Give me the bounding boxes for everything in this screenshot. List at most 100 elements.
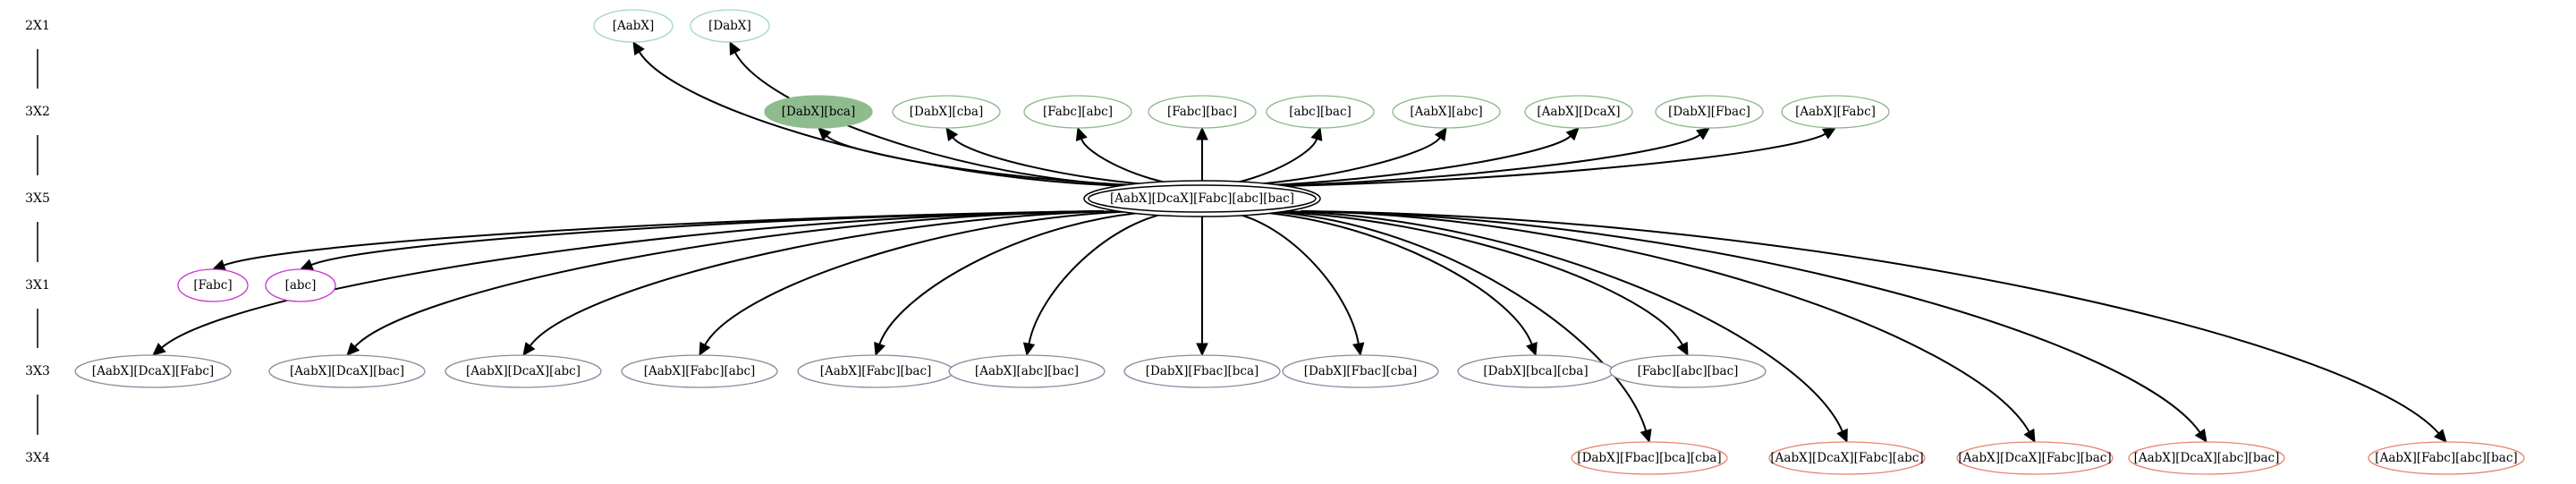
arrowhead-n3x2_3 [1196, 126, 1208, 140]
rank-label-3x3: 3X3 [25, 364, 50, 378]
node-label-n3x2_5: [AabX][abc] [1410, 105, 1482, 119]
node-shape-n3x4_4 [2368, 441, 2525, 475]
node-n3x4_0[interactable]: [DabX][Fbac][bca][cba] [1571, 441, 1728, 475]
node-shape-n3x4_1 [1768, 441, 1926, 475]
node-label-n3x2_1: [DabX][cba] [910, 105, 983, 119]
arrowhead-n3x2_8 [1821, 127, 1837, 140]
node-shape-n3x4_3 [2128, 441, 2285, 475]
node-shape-n2x1_0 [593, 9, 674, 43]
edge-center-to-n3x3_0 [161, 210, 1105, 349]
node-shape-n3x2_4 [1266, 95, 1375, 129]
node-label-n3x3_1: [AabX][DcaX][bac] [290, 364, 404, 378]
node-shape-n3x3_1 [268, 354, 426, 388]
node-shape-n3x3_6 [1123, 354, 1281, 388]
node-shape-n3x4_2 [1956, 441, 2114, 475]
node-n3x2_4[interactable]: [abc][bac] [1266, 95, 1375, 129]
node-label-n3x3_4: [AabX][Fabc][bac] [820, 364, 932, 378]
node-n3x3_5[interactable]: [AabX][abc][bac] [948, 354, 1106, 388]
node-shape-n3x2_1 [892, 95, 1001, 129]
arrowhead-n3x2_4 [1310, 126, 1323, 141]
node-n3x2_0[interactable]: [DabX][bca] [764, 95, 873, 129]
node-n3x2_8[interactable]: [AabX][Fabc] [1781, 95, 1890, 129]
node-n3x3_7[interactable]: [DabX][Fbac][cba] [1282, 354, 1439, 388]
arrowhead-n3x4_0 [1640, 429, 1652, 444]
arrowhead-n3x3_5 [1022, 342, 1036, 357]
node-shape-n3x1_1 [265, 268, 336, 302]
arrowhead-n3x4_3 [2194, 429, 2207, 443]
node-label-n2x1_0: [AabX] [613, 19, 655, 33]
node-shape-n3x2_0 [764, 95, 873, 129]
node-n3x3_0[interactable]: [AabX][DcaX][Fabc] [74, 354, 232, 388]
edge-center-to-n3x4_0 [1255, 210, 1648, 431]
rank-label-3x4: 3X4 [25, 451, 50, 465]
arrowhead-n3x2_6 [1565, 127, 1580, 141]
edge-center-to-n3x3_5 [1028, 210, 1182, 344]
node-n3x3_4[interactable]: [AabX][Fabc][bac] [797, 354, 954, 388]
arrowhead-n3x4_4 [2433, 429, 2447, 443]
node-shape-n3x4_0 [1571, 441, 1728, 475]
node-n2x1_1[interactable]: [DabX] [690, 9, 770, 43]
node-shape-n3x3_0 [74, 354, 232, 388]
node-shape-n3x2_3 [1148, 95, 1257, 129]
node-center[interactable]: [AabX][DcaX][Fabc][abc][bac] [1083, 180, 1321, 217]
node-label-n3x3_0: [AabX][DcaX][Fabc] [92, 364, 214, 378]
node-n3x1_0[interactable]: [Fabc] [177, 268, 249, 302]
node-label-n3x3_7: [DabX][Fbac][cba] [1304, 364, 1418, 378]
arrowhead-n3x3_8 [1526, 341, 1538, 357]
node-label-n3x4_3: [AabX][DcaX][abc][bac] [2134, 451, 2280, 465]
arrowhead-n3x3_2 [522, 342, 536, 356]
node-n3x3_3[interactable]: [AabX][Fabc][abc] [621, 354, 778, 388]
edge-center-to-n3x1_1 [310, 210, 1105, 267]
node-n2x1_0[interactable]: [AabX] [593, 9, 674, 43]
node-n3x4_4[interactable]: [AabX][Fabc][abc][bac] [2368, 441, 2525, 475]
edge-center-to-n3x3_3 [704, 210, 1142, 346]
node-n3x3_2[interactable]: [AabX][DcaX][abc] [445, 354, 602, 388]
node-n3x1_1[interactable]: [abc] [265, 268, 336, 302]
arrowhead-n3x3_7 [1352, 342, 1365, 357]
arrowhead-n3x2_2 [1075, 126, 1088, 141]
node-label-n3x4_4: [AabX][Fabc][abc][bac] [2375, 451, 2517, 465]
node-n3x3_9[interactable]: [Fabc][abc][bac] [1609, 354, 1767, 388]
arrowhead-n3x2_7 [1696, 127, 1710, 140]
arrowhead-n3x3_9 [1676, 341, 1689, 357]
edge-center-to-n3x3_4 [878, 210, 1164, 345]
node-label-n3x2_3: [Fabc][bac] [1167, 105, 1237, 119]
rank-label-3x1: 3X1 [25, 278, 50, 293]
edge-center-to-n3x2_1 [952, 137, 1172, 187]
edge-center-to-n3x3_9 [1260, 210, 1683, 345]
edge-center-to-n3x4_2 [1300, 210, 2030, 433]
arrowhead-n3x3_4 [874, 342, 886, 357]
rank-label-2x1: 2X1 [25, 19, 50, 33]
node-label-n3x3_8: [DabX][bca][cba] [1483, 364, 1588, 378]
node-n3x2_7[interactable]: [DabX][Fbac] [1655, 95, 1764, 129]
arrowhead-n2x1_0 [632, 40, 645, 56]
node-layer: [AabX][DcaX][Fabc][abc][bac][AabX][DabX]… [74, 9, 2525, 475]
arrowhead-n3x3_0 [152, 343, 166, 356]
node-n3x2_2[interactable]: [Fabc][abc] [1023, 95, 1132, 129]
node-label-n3x3_5: [AabX][abc][bac] [975, 364, 1079, 378]
node-label-n3x3_6: [DabX][Fbac][bca] [1146, 364, 1259, 378]
node-n3x2_6[interactable]: [AabX][DcaX] [1524, 95, 1633, 129]
node-n3x3_1[interactable]: [AabX][DcaX][bac] [268, 354, 426, 388]
node-shape-n3x3_3 [621, 354, 778, 388]
edge-layer [152, 40, 2447, 444]
node-shape-n3x2_6 [1524, 95, 1633, 129]
node-n3x2_3[interactable]: [Fabc][bac] [1148, 95, 1257, 129]
edge-center-to-n3x2_7 [1263, 133, 1701, 187]
edge-center-to-n3x4_3 [1300, 210, 2201, 433]
node-n3x3_6[interactable]: [DabX][Fbac][bca] [1123, 354, 1281, 388]
node-n3x4_1[interactable]: [AabX][DcaX][Fabc][abc] [1768, 441, 1926, 475]
node-n3x2_5[interactable]: [AabX][abc] [1392, 95, 1501, 129]
node-n3x3_8[interactable]: [DabX][bca][cba] [1457, 354, 1614, 388]
node-n3x4_2[interactable]: [AabX][DcaX][Fabc][bac] [1956, 441, 2114, 475]
node-shape-n3x2_8 [1781, 95, 1890, 129]
edge-center-to-n3x2_8 [1277, 132, 1826, 187]
node-n3x4_3[interactable]: [AabX][DcaX][abc][bac] [2128, 441, 2285, 475]
node-center-label: [AabX][DcaX][Fabc][abc][bac] [1110, 191, 1294, 206]
node-n3x2_1[interactable]: [DabX][cba] [892, 95, 1001, 129]
node-shape-n3x3_5 [948, 354, 1106, 388]
node-shape-n3x3_7 [1282, 354, 1439, 388]
arrowhead-n3x3_6 [1196, 343, 1208, 357]
